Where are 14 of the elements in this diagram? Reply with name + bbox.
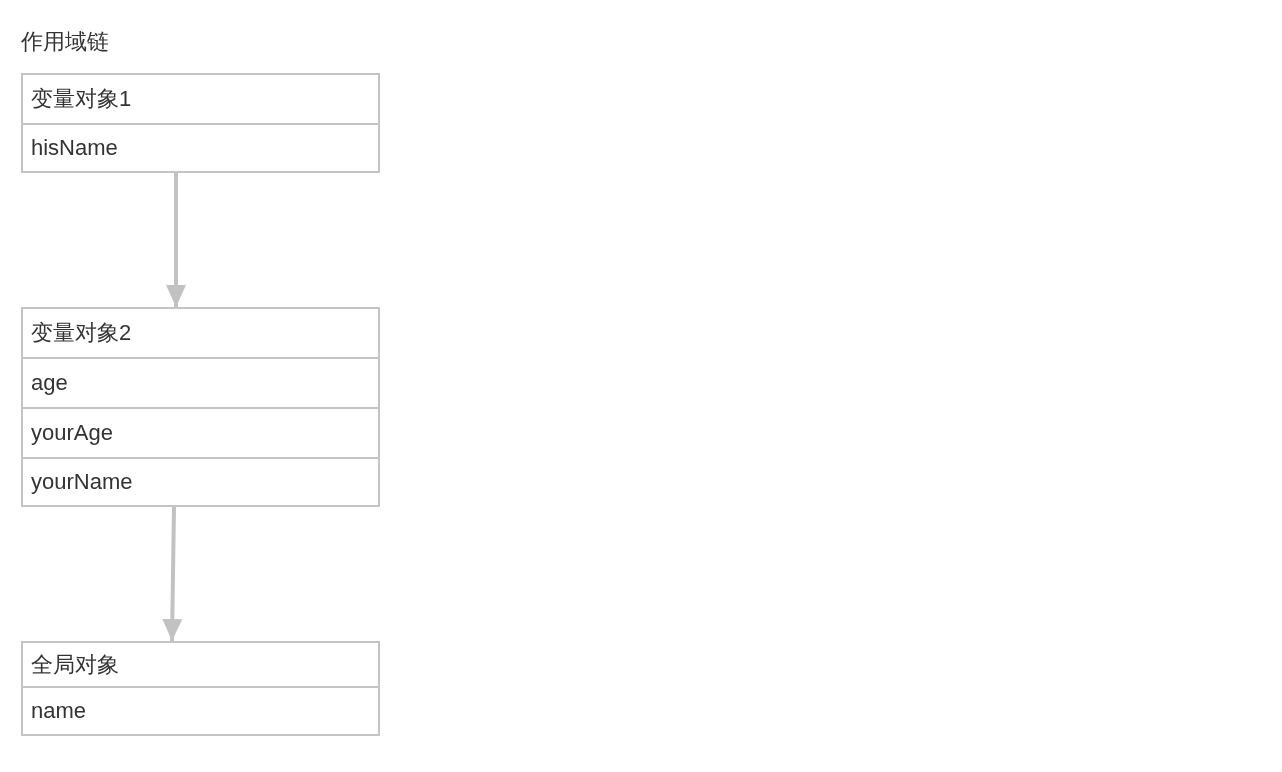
- table-header-row-text: 变量对象2: [30, 319, 133, 347]
- table-box: [21, 73, 380, 173]
- arrow: [166, 173, 186, 307]
- table-header-row-text: 全局对象: [30, 650, 120, 679]
- table-row: hisName: [23, 123, 378, 171]
- table-header-row-text: 变量对象1: [30, 85, 133, 113]
- table-box: [21, 307, 380, 507]
- table-row: age: [23, 357, 378, 407]
- table-box: [21, 641, 380, 736]
- table-row: yourName: [23, 457, 378, 505]
- table-row: name: [23, 686, 378, 734]
- diagram-title: 作用域链: [21, 28, 109, 56]
- arrow: [162, 506, 183, 642]
- table-row: yourAge: [23, 407, 378, 457]
